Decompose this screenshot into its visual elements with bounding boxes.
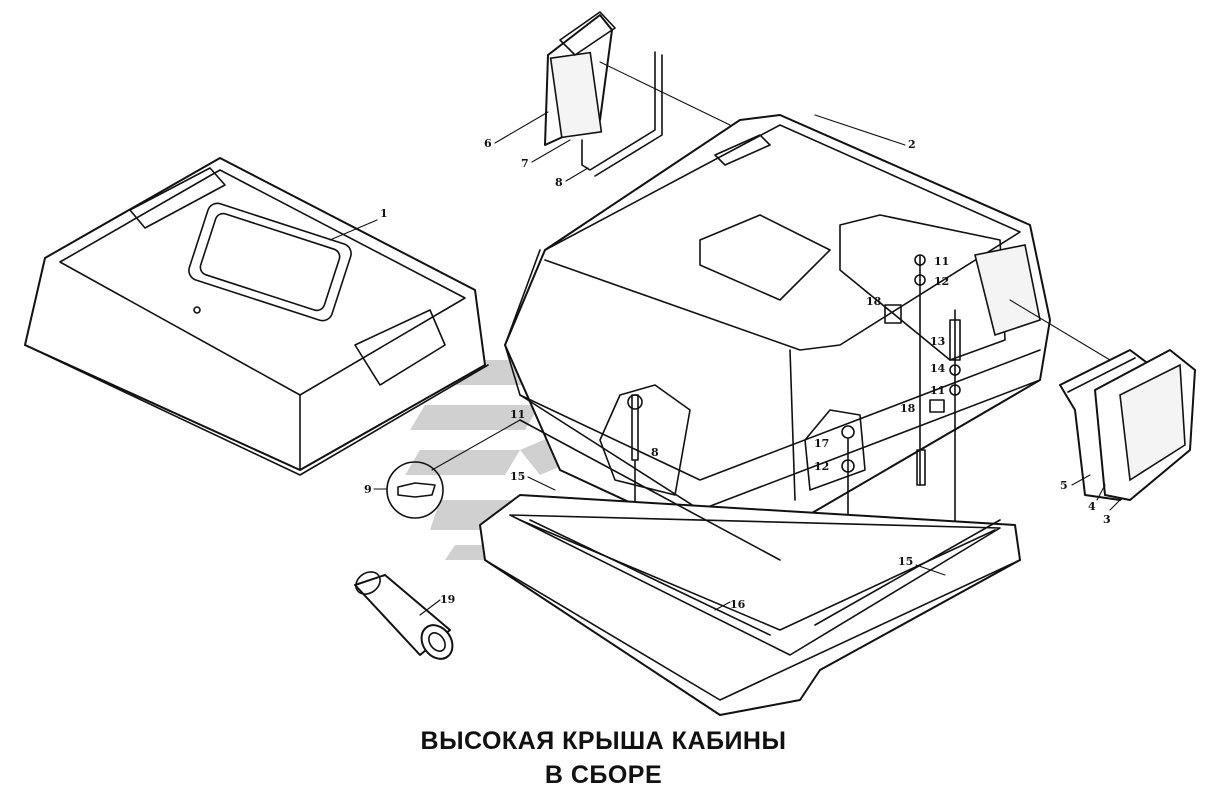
callout-18-upper: 18 <box>866 295 882 308</box>
callout-11-left: 11 <box>510 408 525 421</box>
high-roof-shell <box>504 114 1051 536</box>
callout-12-lower: 12 <box>814 460 829 473</box>
callout-16: 16 <box>730 598 746 611</box>
callout-15-left: 15 <box>510 470 525 483</box>
detail-bubble <box>386 419 521 519</box>
caption-line-1: ВЫСОКАЯ КРЫША КАБИНЫ <box>420 727 787 755</box>
callout-4: 4 <box>1088 500 1096 513</box>
callout-12-upper: 12 <box>934 275 949 288</box>
callout-17: 17 <box>814 437 829 450</box>
roof-base-frame <box>479 419 1021 716</box>
callout-11-lower: 11 <box>930 384 945 397</box>
callout-6: 6 <box>484 137 492 150</box>
callout-8-bolt: 8 <box>651 446 659 459</box>
fastener-stack <box>884 254 961 561</box>
callout-7: 7 <box>521 157 529 170</box>
callout-5: 5 <box>1060 479 1068 492</box>
caption-line-2: В СБОРЕ <box>544 761 663 789</box>
callout-1: 1 <box>380 207 388 220</box>
tube-part <box>354 571 454 660</box>
callout-3: 3 <box>1103 513 1111 526</box>
callout-11-upper: 11 <box>934 255 949 268</box>
callout-15-right: 15 <box>898 555 913 568</box>
callout-8: 8 <box>555 176 563 189</box>
callout-18-lower: 18 <box>900 402 916 415</box>
side-window-right <box>1059 349 1196 501</box>
callout-9: 9 <box>364 483 372 496</box>
callout-14: 14 <box>930 362 946 375</box>
callout-19: 19 <box>440 593 455 606</box>
callout-2: 2 <box>908 138 916 151</box>
callout-13: 13 <box>930 335 945 348</box>
side-window-top <box>544 11 663 177</box>
roof-cover-panel <box>24 157 489 476</box>
